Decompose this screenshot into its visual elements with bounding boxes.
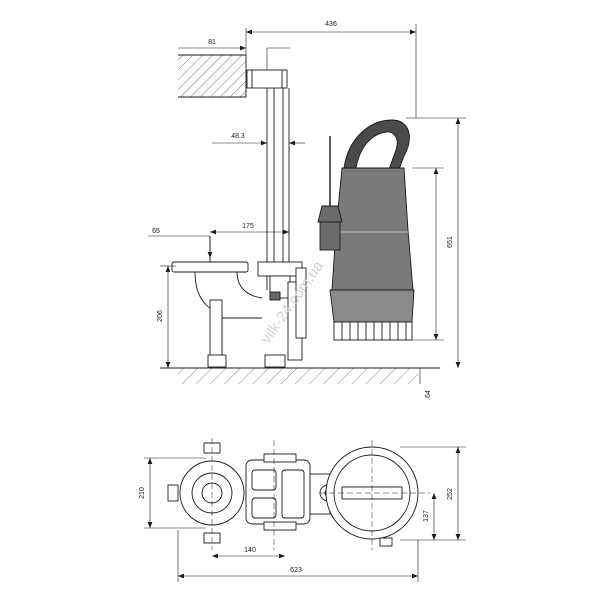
dim-label-81: 81 — [208, 39, 216, 46]
dimension-line-436 — [245, 24, 417, 118]
dim-label-623: 623 — [290, 567, 302, 574]
dim-label-206: 206 — [157, 310, 164, 322]
discharge-flange-plan — [167, 438, 257, 550]
dimension-line-252 — [400, 446, 466, 541]
upper-guide-bracket — [246, 69, 288, 89]
coupling-plan — [245, 440, 311, 550]
dim-label-252: 252 — [447, 488, 454, 500]
submersible-pump-icon — [317, 119, 415, 341]
dim-label-64: 64 — [425, 390, 432, 398]
dimension-line-81 — [178, 45, 290, 70]
wall-slab — [178, 54, 247, 98]
pit-floor — [160, 367, 440, 384]
dim-label-137: 137 — [423, 510, 430, 522]
side-elevation-view — [148, 24, 466, 384]
dimension-line-623 — [177, 530, 419, 582]
dimension-line-651 — [406, 117, 466, 368]
dim-label-175: 175 — [242, 223, 254, 230]
dim-label-651: 651 — [447, 236, 454, 248]
dim-label-436: 436 — [325, 21, 337, 28]
plan-view — [144, 438, 466, 582]
dim-label-48-3: 48.3 — [231, 133, 245, 140]
duck-foot-bend — [171, 236, 286, 368]
pump-plan — [309, 440, 430, 550]
dimension-line-206 — [160, 265, 176, 368]
dimension-line-210 — [144, 457, 206, 529]
dim-label-210: 210 — [139, 487, 146, 499]
dim-label-65: 65 — [152, 228, 160, 235]
dimension-line-65 — [148, 235, 213, 258]
dim-label-140: 140 — [244, 547, 256, 554]
guide-pipes — [266, 88, 290, 290]
auto-coupling-icon — [257, 261, 307, 361]
